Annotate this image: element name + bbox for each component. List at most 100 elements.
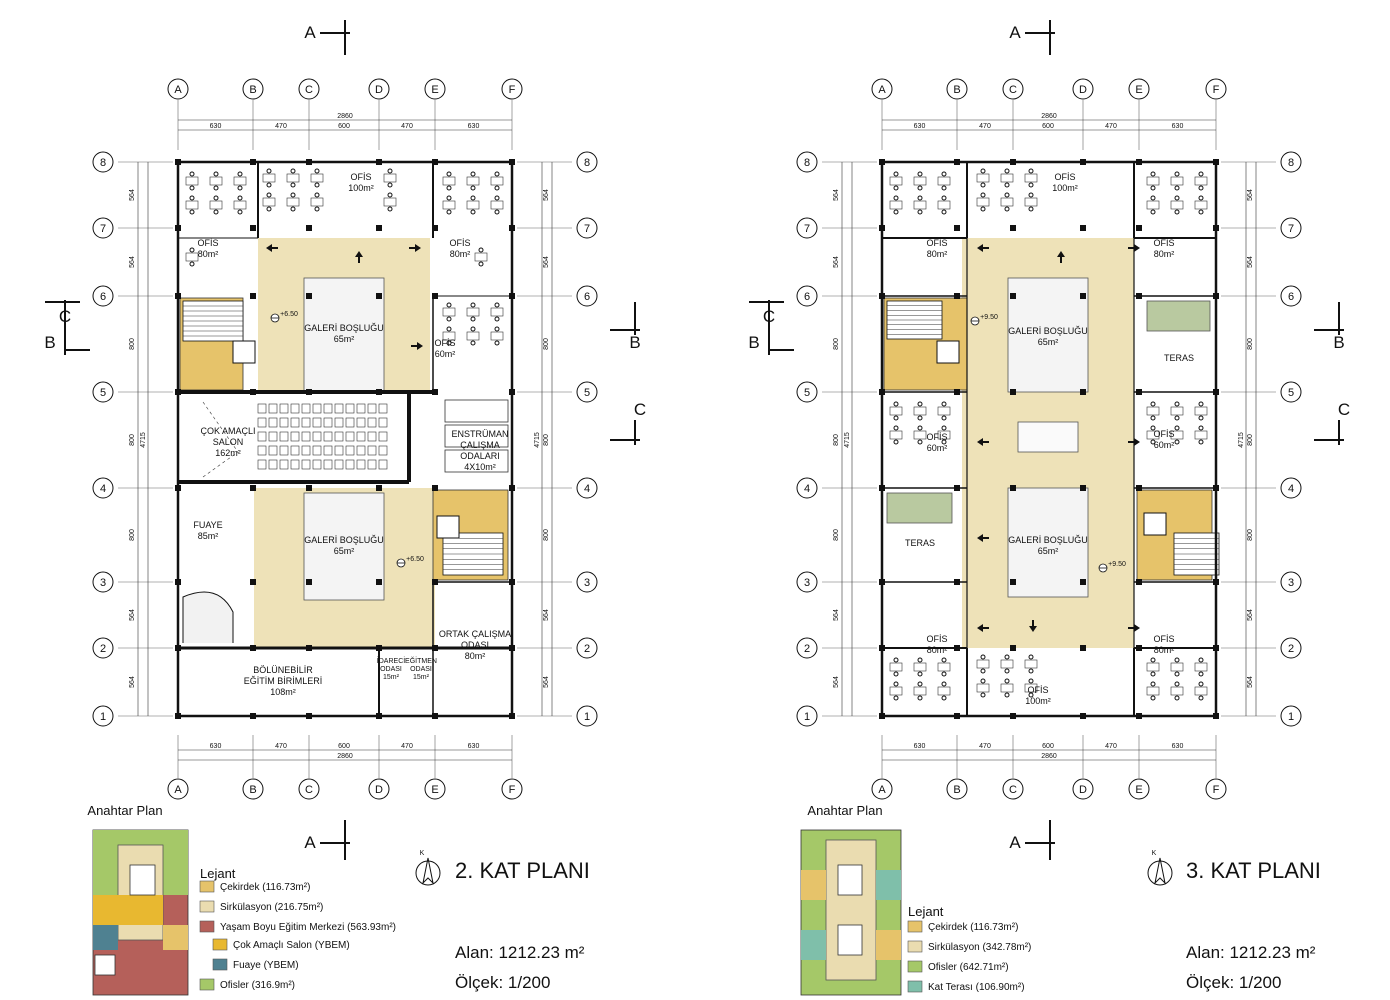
structural-column — [250, 579, 256, 585]
elevator — [936, 340, 960, 364]
chair — [1198, 695, 1204, 701]
level-text: +6.50 — [406, 556, 424, 563]
grid-col-label: C — [305, 784, 313, 796]
grid-bubble-col — [242, 78, 264, 100]
grid-row-label: 1 — [100, 711, 106, 723]
seat — [312, 431, 322, 442]
seat — [279, 431, 289, 442]
dim-row: 564 — [833, 256, 840, 268]
level-text: +9.50 — [980, 314, 998, 321]
section-label-a: A — [1009, 23, 1021, 42]
grid-col-label: F — [509, 84, 516, 96]
dim-row: 564 — [833, 676, 840, 688]
dim-row: 800 — [1247, 338, 1254, 350]
grid-bubble-row — [1280, 477, 1302, 499]
chair — [494, 326, 500, 332]
grid-bubble-row — [92, 705, 114, 727]
structural-column — [175, 389, 181, 395]
structural-column — [432, 225, 438, 231]
seat — [257, 417, 267, 428]
grid-col-label: B — [953, 784, 960, 796]
structural-column — [1080, 485, 1086, 491]
plan-area: Alan: 1212.23 m² — [1186, 943, 1316, 962]
grid-row-label: 5 — [100, 387, 106, 399]
chair — [980, 692, 986, 698]
desk — [1170, 430, 1184, 440]
chair — [1150, 185, 1156, 191]
grid-row-label: 4 — [804, 483, 810, 495]
level-text: +6.50 — [280, 311, 298, 318]
dim-col: 630 — [210, 743, 222, 750]
grid-bubble-row — [92, 477, 114, 499]
desk-icon — [1170, 195, 1184, 215]
grid-bubble-row — [92, 151, 114, 173]
room-ofis-left-line: OFİS — [197, 238, 218, 248]
grid-bubble-col — [298, 78, 320, 100]
seat — [367, 403, 377, 414]
instrument-room — [444, 399, 509, 423]
grid-bubble-row — [92, 571, 114, 593]
dim-col: 470 — [401, 123, 413, 130]
chair — [1028, 668, 1034, 674]
chair — [314, 182, 320, 188]
room-ofis-br-line: OFİS — [1153, 634, 1174, 644]
structural-column — [509, 159, 515, 165]
room-ofis-right-line: OFİS — [449, 238, 470, 248]
arrow-head — [415, 244, 421, 252]
dim-col: 470 — [1105, 123, 1117, 130]
grid-col-label: D — [1079, 784, 1087, 796]
chair — [266, 168, 272, 174]
grid-row-label: 4 — [584, 483, 590, 495]
chair — [290, 182, 296, 188]
grid-bubble-col — [1205, 778, 1227, 800]
chair — [941, 657, 947, 663]
grid-bubble-row — [796, 571, 818, 593]
grid-col-label: B — [953, 84, 960, 96]
legend-item: Ofisler (316.9m²) — [220, 980, 295, 991]
chair — [980, 182, 986, 188]
chair — [917, 681, 923, 687]
structural-column — [1136, 713, 1142, 719]
structural-column — [879, 645, 885, 651]
circulation-arrow — [266, 244, 278, 252]
desk-icon — [889, 657, 903, 677]
structural-column — [175, 159, 181, 165]
seat — [257, 459, 267, 470]
structural-column — [509, 713, 515, 719]
room-ofis-top-line: 100m² — [348, 183, 374, 193]
desk — [913, 430, 927, 440]
plan-title: 3. KAT PLANI — [1186, 858, 1321, 883]
terrace-planter — [1146, 300, 1211, 332]
chair — [1028, 654, 1034, 660]
arrow-head — [977, 624, 983, 632]
grid-col-label: A — [878, 84, 886, 96]
key-zone-cekirdek — [163, 925, 188, 950]
seat — [312, 459, 322, 470]
chair — [314, 192, 320, 198]
grid-bubble-row — [1280, 571, 1302, 593]
desk-icon — [466, 326, 480, 346]
room-galeri-top-line: 65m² — [334, 334, 355, 344]
desk — [889, 176, 903, 186]
chair — [478, 261, 484, 267]
grid-bubble-row — [92, 381, 114, 403]
stairs — [182, 300, 244, 342]
chair — [980, 206, 986, 212]
key-zone-salon — [93, 895, 163, 925]
chair — [470, 302, 476, 308]
desk-icon — [490, 195, 504, 215]
seat — [257, 431, 267, 442]
chair — [446, 195, 452, 201]
chair — [1198, 681, 1204, 687]
section-label-a: A — [304, 23, 316, 42]
grid-bubble-row — [796, 285, 818, 307]
desk-icon — [383, 192, 397, 212]
grid-bubble-row — [796, 477, 818, 499]
desk — [913, 176, 927, 186]
